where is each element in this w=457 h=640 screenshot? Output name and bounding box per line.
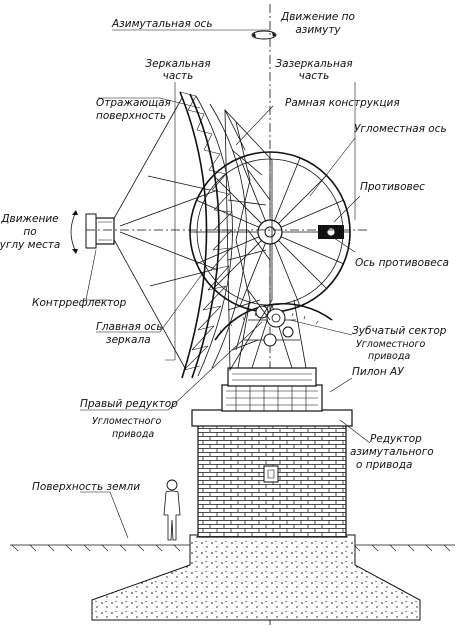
pedestal-window: [263, 465, 279, 483]
counterreflector: [85, 213, 115, 249]
frame-structure: [224, 108, 273, 372]
right-reducer-label: Правый редуктор: [80, 398, 178, 410]
gear-sector-label: Зубчатый сектор: [352, 325, 447, 337]
brick-pedestal: [197, 424, 347, 538]
leader-lines: [80, 29, 371, 539]
pylon: [221, 299, 323, 412]
struts: [111, 97, 219, 371]
main-dish: [179, 91, 247, 379]
counterweight-axis-label: Ось противовеса: [355, 257, 449, 269]
elevation-motion-label-2: по: [23, 226, 36, 238]
counterreflector-label: Контррефлектор: [32, 297, 127, 309]
mirror-part-label: Зеркальная: [145, 58, 210, 70]
ground-surface: [10, 544, 455, 552]
elevation-motion-label: Движение: [0, 213, 58, 225]
right-reducer-label-2: Угломестного: [92, 416, 161, 427]
elevation-motion-arrow: [70, 210, 78, 254]
foundation: [91, 534, 421, 621]
reflecting-surface-label: Отражающая: [96, 97, 171, 109]
frame-structure-label: Рамная конструкция: [285, 97, 400, 109]
human-figure: [163, 479, 181, 541]
elevation-axis-label: Угломестная ось: [354, 123, 447, 135]
azimuth-motion-arrow: [251, 30, 277, 40]
azimuth-motion-label-2: азимуту: [295, 24, 341, 36]
behind-mirror-label: Зазеркальная: [275, 58, 352, 70]
pylon-label: Пилон АУ: [352, 366, 404, 378]
elevation-motion-label-3: углу места: [0, 239, 60, 251]
right-reducer: [255, 305, 294, 347]
counterweight-label: Противовес: [360, 181, 425, 193]
mirror-part-label-2: часть: [163, 70, 194, 82]
azimuth-reducer-label-2: азимутального: [350, 446, 434, 458]
gear-sector-label-2: Угломестного: [356, 339, 425, 350]
gear-sector-label-3: привода: [368, 351, 410, 362]
azimuth-axis-label: Азимутальная ось: [111, 18, 213, 30]
behind-mirror-label-2: часть: [299, 70, 330, 82]
ground-surface-label: Поверхность земли: [32, 481, 140, 493]
right-reducer-label-3: привода: [112, 429, 154, 440]
main-axis-label-2: зеркала: [106, 334, 151, 346]
reflecting-surface-label-2: поверхность: [96, 110, 166, 122]
azimuth-reducer-label-3: о привода: [356, 459, 412, 471]
main-axis-label: Главная ось: [96, 321, 163, 333]
azimuth-reducer-label: Редуктор: [370, 433, 422, 445]
azimuth-motion-label: Движение по: [280, 11, 355, 23]
